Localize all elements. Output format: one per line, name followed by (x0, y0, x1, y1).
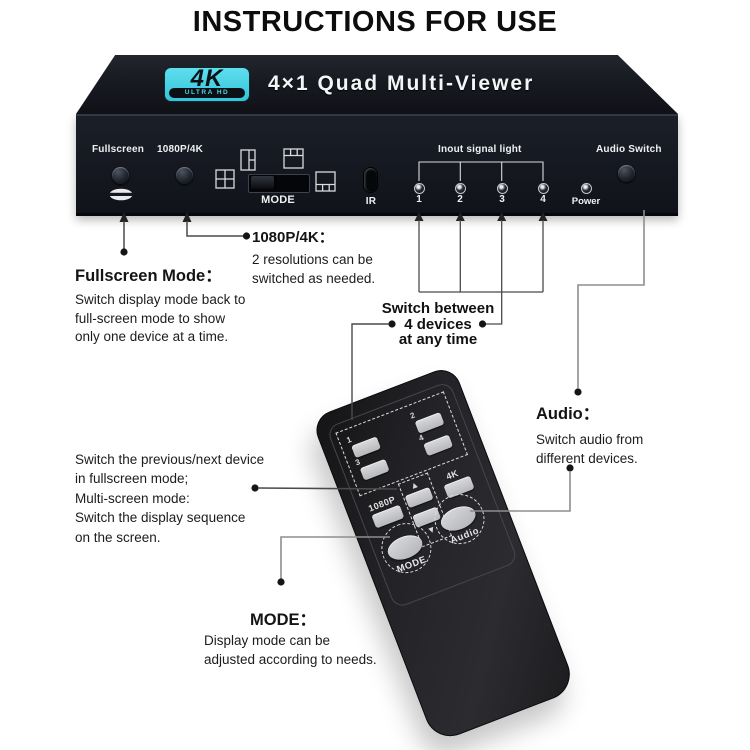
mode-slider-switch[interactable] (248, 174, 310, 193)
power-label: Power (571, 196, 601, 207)
annotation-devices-line: Switch between (381, 300, 495, 317)
annotation-audio: Audio： Switch audio from different devic… (536, 400, 643, 468)
annotation-fullscreen-line: only one device at a time. (75, 329, 229, 344)
annotation-resolution-line: switched as needed. (252, 270, 376, 286)
annotation-mode-line: Display mode can be (204, 633, 331, 648)
annotation-resolution-line: 2 resolutions can be (252, 252, 373, 267)
mode-slider-knob[interactable] (251, 176, 274, 189)
4k-ultra-hd-logo: 4K ULTRA HD (165, 65, 249, 101)
input-led-4-label: 4 (540, 194, 546, 205)
annotation-prev-next-line: Switch the previous/next device (75, 452, 265, 467)
annotation-prev-next-line: Switch the display sequence (75, 510, 246, 526)
annotation-resolution: 1080P/4K： 2 resolutions can be switched … (252, 226, 375, 288)
annotation-prev-next-line: Multi-screen mode: (75, 490, 190, 506)
product-name: 4×1 Quad Multi-Viewer (268, 72, 535, 95)
fullscreen-lens-icon (108, 188, 134, 201)
logo-ultra-hd-text: ULTRA HD (169, 88, 245, 98)
input-led-3-label: 3 (499, 194, 505, 205)
annotation-fullscreen-heading: Fullscreen Mode： (75, 267, 222, 285)
annotation-prev-next: Switch the previous/next device in fulls… (75, 450, 264, 547)
annotation-prev-next-line: in fullscreen mode; (75, 471, 189, 487)
device-front-panel: Fullscreen 1080P/4K (76, 114, 678, 216)
page-title: INSTRUCTIONS FOR USE (192, 6, 558, 38)
input-led-4 (538, 183, 549, 194)
annotation-mode-line: adjusted according to needs. (204, 652, 377, 667)
audio-switch-button[interactable] (618, 165, 635, 182)
ir-label: IR (365, 196, 377, 207)
input-led-2-label: 2 (457, 194, 463, 205)
annotation-audio-line: Switch audio from (536, 432, 644, 447)
input-led-1 (414, 183, 425, 194)
annotation-fullscreen-line: Switch display mode back to (75, 292, 246, 307)
input-led-2 (455, 183, 466, 194)
input-led-1-label: 1 (416, 194, 422, 205)
ir-receiver-window (364, 168, 377, 192)
annotation-mode-heading: MODE： (250, 611, 316, 629)
annotation-fullscreen: Fullscreen Mode： Switch display mode bac… (75, 262, 245, 347)
power-led (581, 183, 592, 194)
top-three-layout-icon (283, 148, 304, 169)
annotation-mode: Display mode can be adjusted according t… (204, 631, 377, 669)
annotation-devices-line: at any time (398, 331, 478, 348)
annotation-devices-line: 4 devices (404, 315, 472, 333)
logo-4k-text: 4K (190, 65, 224, 92)
resolution-button[interactable] (176, 167, 193, 184)
signal-light-label: Inout signal light (438, 144, 522, 155)
annotation-devices: Switch between 4 devices at any time (368, 301, 508, 348)
annotation-audio-heading: Audio： (536, 405, 600, 423)
annotation-mode-heading-wrap: MODE： (250, 606, 316, 630)
annotation-fullscreen-line: full-screen mode to show (75, 310, 226, 326)
signal-light-bracket (418, 161, 544, 181)
annotation-resolution-heading: 1080P/4K： (252, 229, 334, 246)
annotation-prev-next-line: on the screen. (75, 529, 161, 545)
resolution-label: 1080P/4K (157, 144, 204, 155)
fullscreen-label: Fullscreen (92, 144, 145, 155)
bottom-three-layout-icon (315, 171, 336, 192)
left-big-layout-icon (240, 149, 256, 171)
input-led-3 (497, 183, 508, 194)
device-top-surface: 4K ULTRA HD 4×1 Quad Multi-Viewer (76, 55, 678, 114)
mode-label: MODE (261, 194, 295, 206)
fullscreen-button[interactable] (112, 167, 129, 184)
audio-switch-label: Audio Switch (596, 144, 662, 155)
annotation-audio-line: different devices. (536, 451, 638, 466)
quad-grid-icon (215, 169, 235, 189)
